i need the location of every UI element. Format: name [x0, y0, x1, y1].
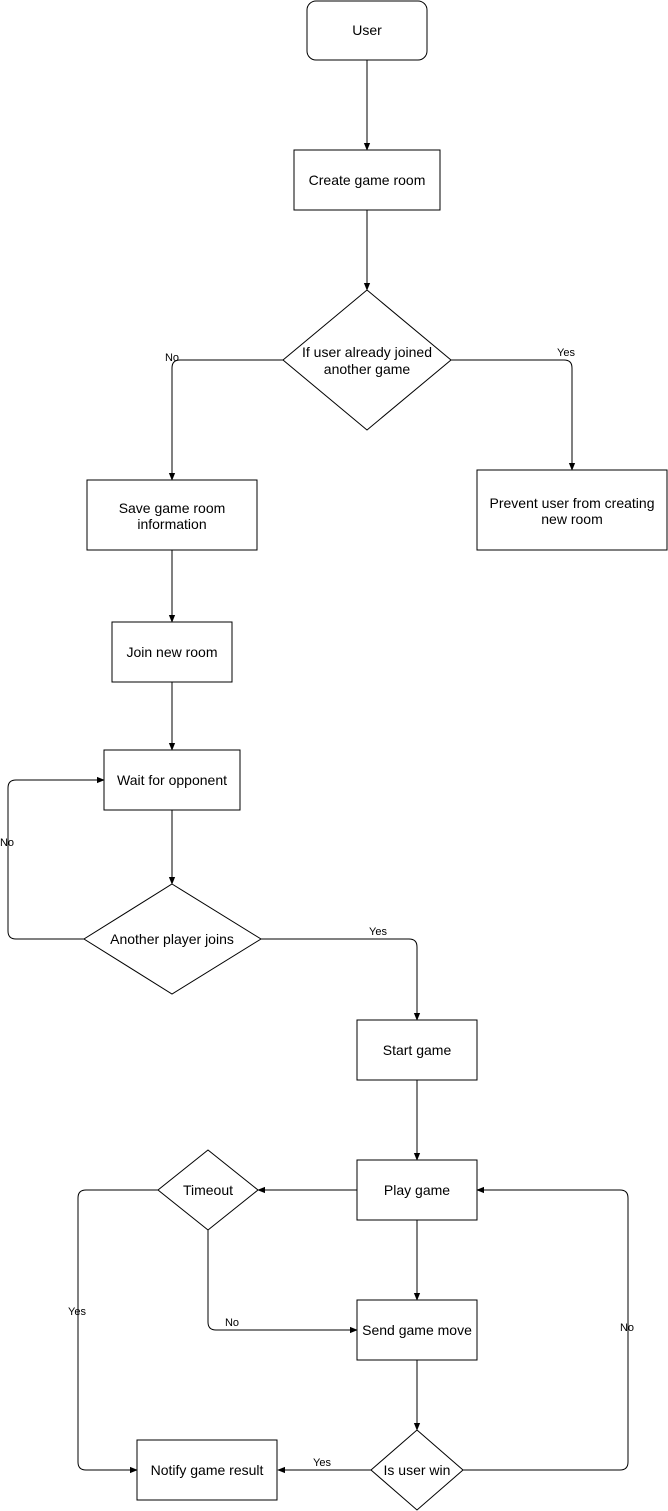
edge-joins-no-loop — [7, 776, 105, 940]
edge-timeout-no-to-send — [207, 1230, 358, 1334]
node-start-game-text: Start game — [383, 1042, 452, 1058]
label-win-yes: Yes — [313, 1457, 331, 1469]
decision-user-already-joined-text-1: If user already joined — [302, 344, 432, 360]
edge-timeout-yes-to-notify — [77, 1189, 158, 1474]
label-timeout-no: No — [225, 1317, 239, 1329]
node-save-game-room-text-1: Save game room — [119, 500, 226, 516]
label-win-no: No — [620, 1322, 634, 1334]
node-send-game-move: Send game move — [356, 1299, 478, 1361]
label-timeout-yes: Yes — [68, 1306, 86, 1318]
label-joins-yes: Yes — [369, 926, 387, 938]
label-joins-no: No — [0, 837, 14, 849]
node-start-game: Start game — [356, 1019, 478, 1081]
edge-win-no-to-play — [463, 1186, 629, 1471]
node-create-game-room: Create game room — [293, 149, 441, 211]
node-create-game-room-text: Create game room — [309, 172, 426, 188]
decision-another-player-joins-text: Another player joins — [110, 931, 234, 947]
node-save-game-room-text-2: information — [137, 516, 206, 532]
node-play-game: Play game — [356, 1159, 478, 1221]
decision-is-user-win: Is user win — [370, 1429, 464, 1511]
node-notify-game-result: Notify game result — [136, 1439, 278, 1501]
node-join-new-room: Join new room — [111, 621, 233, 683]
edge-decision-no-to-save — [168, 359, 283, 481]
node-prevent-user-text-1: Prevent user from creating — [490, 495, 655, 511]
node-notify-game-result-text: Notify game result — [151, 1462, 264, 1478]
node-wait-for-opponent: Wait for opponent — [103, 749, 241, 811]
node-prevent-user-creating: Prevent user from creating new room — [476, 469, 668, 551]
node-wait-for-opponent-text: Wait for opponent — [117, 772, 227, 788]
label-joined-no: No — [165, 352, 179, 364]
label-joined-yes: Yes — [557, 347, 575, 359]
node-join-new-room-text: Join new room — [126, 644, 217, 660]
node-play-game-text: Play game — [384, 1182, 450, 1198]
node-save-game-room-information: Save game room information — [86, 479, 258, 551]
node-send-game-move-text: Send game move — [362, 1322, 472, 1338]
decision-user-already-joined: If user already joined another game — [282, 289, 452, 431]
decision-another-player-joins: Another player joins — [83, 883, 262, 995]
edge-joins-yes-to-start — [261, 938, 421, 1021]
node-prevent-user-text-2: new room — [541, 511, 602, 527]
node-user-text: User — [352, 22, 382, 38]
decision-is-user-win-text: Is user win — [384, 1462, 451, 1478]
edge-decision-yes-to-prevent — [451, 359, 576, 471]
node-user: User — [306, 0, 428, 61]
decision-user-already-joined-text-2: another game — [324, 361, 411, 377]
decision-timeout: Timeout — [157, 1149, 259, 1231]
decision-timeout-text: Timeout — [183, 1182, 233, 1198]
